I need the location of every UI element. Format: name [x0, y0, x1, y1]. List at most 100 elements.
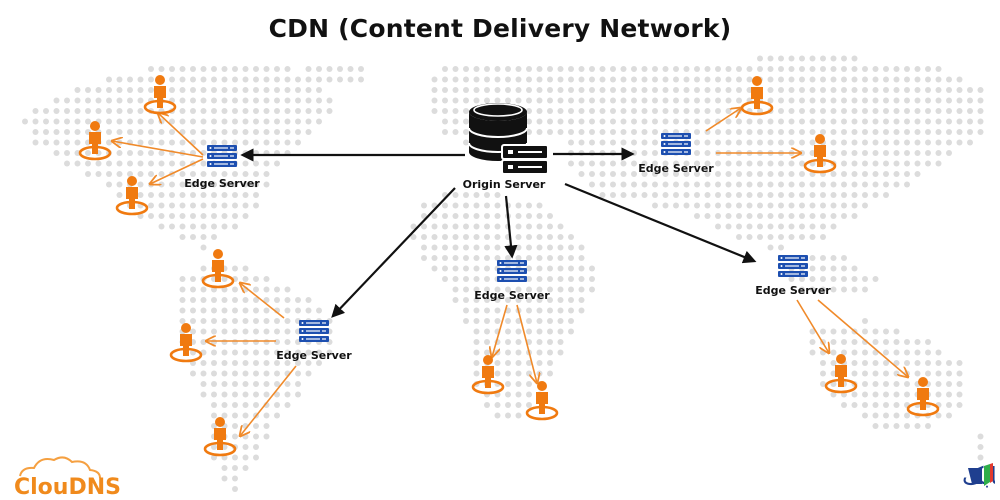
map-dot	[547, 265, 553, 272]
map-dot	[725, 223, 732, 230]
map-dot	[515, 66, 522, 72]
map-dot	[841, 171, 847, 177]
map-dot	[841, 108, 847, 114]
map-dot	[232, 307, 238, 314]
map-dot	[851, 55, 858, 62]
map-dot	[515, 370, 522, 377]
map-dot	[526, 265, 532, 272]
map-dot	[473, 192, 480, 198]
map-dot	[851, 87, 858, 93]
map-dot	[337, 76, 343, 83]
map-dot	[893, 381, 900, 387]
map-dot	[557, 223, 564, 230]
map-dot	[809, 55, 816, 62]
map-dot	[683, 171, 690, 177]
map-dot	[956, 87, 963, 93]
map-dot	[169, 192, 175, 198]
map-dot	[599, 108, 606, 114]
map-dot	[452, 265, 459, 272]
map-dot	[662, 108, 669, 114]
map-dot	[211, 87, 217, 93]
map-dot	[284, 381, 291, 387]
map-dot	[484, 318, 490, 324]
map-dot	[820, 360, 826, 366]
map-dot	[589, 118, 595, 125]
map-dot	[893, 171, 900, 177]
map-dot	[557, 87, 564, 93]
map-dot	[788, 87, 795, 93]
map-dot	[883, 150, 889, 156]
map-dot	[673, 202, 679, 209]
map-dot	[841, 97, 847, 104]
map-dot	[442, 87, 448, 93]
map-dot	[851, 360, 858, 366]
map-dot	[704, 76, 711, 83]
map-dot	[95, 87, 102, 93]
map-dot	[620, 171, 627, 177]
map-dot	[767, 234, 774, 240]
map-dot	[316, 118, 322, 125]
map-dot	[568, 118, 574, 125]
map-dot	[253, 76, 259, 83]
map-dot	[85, 87, 91, 93]
map-dot	[883, 391, 889, 398]
map-dot	[232, 181, 238, 188]
map-dot	[725, 97, 732, 104]
map-dot	[442, 244, 448, 251]
map-dot	[851, 181, 858, 188]
map-dot	[179, 160, 186, 167]
map-dot	[967, 129, 973, 135]
map-dot	[820, 328, 826, 335]
map-dot	[725, 192, 732, 198]
map-dot	[568, 87, 574, 93]
map-dot	[85, 171, 91, 177]
map-dot	[557, 129, 564, 135]
map-dot	[200, 160, 207, 167]
map-dot	[977, 129, 984, 135]
map-dot	[946, 402, 952, 408]
map-dot	[683, 76, 690, 83]
map-dot	[473, 97, 480, 104]
map-dot	[904, 76, 910, 83]
map-dot	[179, 234, 186, 240]
map-dot	[809, 286, 816, 293]
map-dot	[190, 307, 196, 314]
map-dot	[946, 150, 952, 156]
map-dot	[211, 360, 217, 366]
map-dot	[830, 118, 837, 125]
map-dot	[893, 391, 900, 398]
map-dot	[893, 370, 900, 377]
map-dot	[568, 297, 574, 303]
map-dot	[505, 328, 511, 335]
map-dot	[526, 297, 532, 303]
map-dot	[515, 223, 522, 230]
map-dot	[893, 66, 900, 72]
map-dot	[200, 202, 207, 209]
map-dot	[799, 55, 805, 62]
map-dot	[830, 223, 837, 230]
map-dot	[190, 213, 196, 219]
map-dot	[536, 339, 543, 345]
map-dot	[578, 66, 585, 72]
map-dot	[295, 139, 301, 146]
map-dot	[872, 160, 879, 167]
map-dot	[200, 339, 207, 345]
map-dot	[820, 181, 826, 188]
map-dot	[872, 370, 879, 377]
map-dot	[295, 360, 301, 366]
map-dot	[221, 370, 228, 377]
map-dot	[158, 202, 165, 209]
map-dot	[137, 76, 144, 83]
map-dot	[106, 129, 112, 135]
map-dot	[935, 360, 942, 366]
map-dot	[872, 171, 879, 177]
map-dot	[463, 307, 469, 314]
map-dot	[536, 244, 543, 251]
map-dot	[326, 76, 333, 83]
map-dot	[452, 97, 459, 104]
map-dot	[841, 213, 847, 219]
link-na-user-1	[158, 113, 204, 156]
map-dot	[536, 234, 543, 240]
map-dot	[137, 108, 144, 114]
map-dot	[316, 97, 322, 104]
